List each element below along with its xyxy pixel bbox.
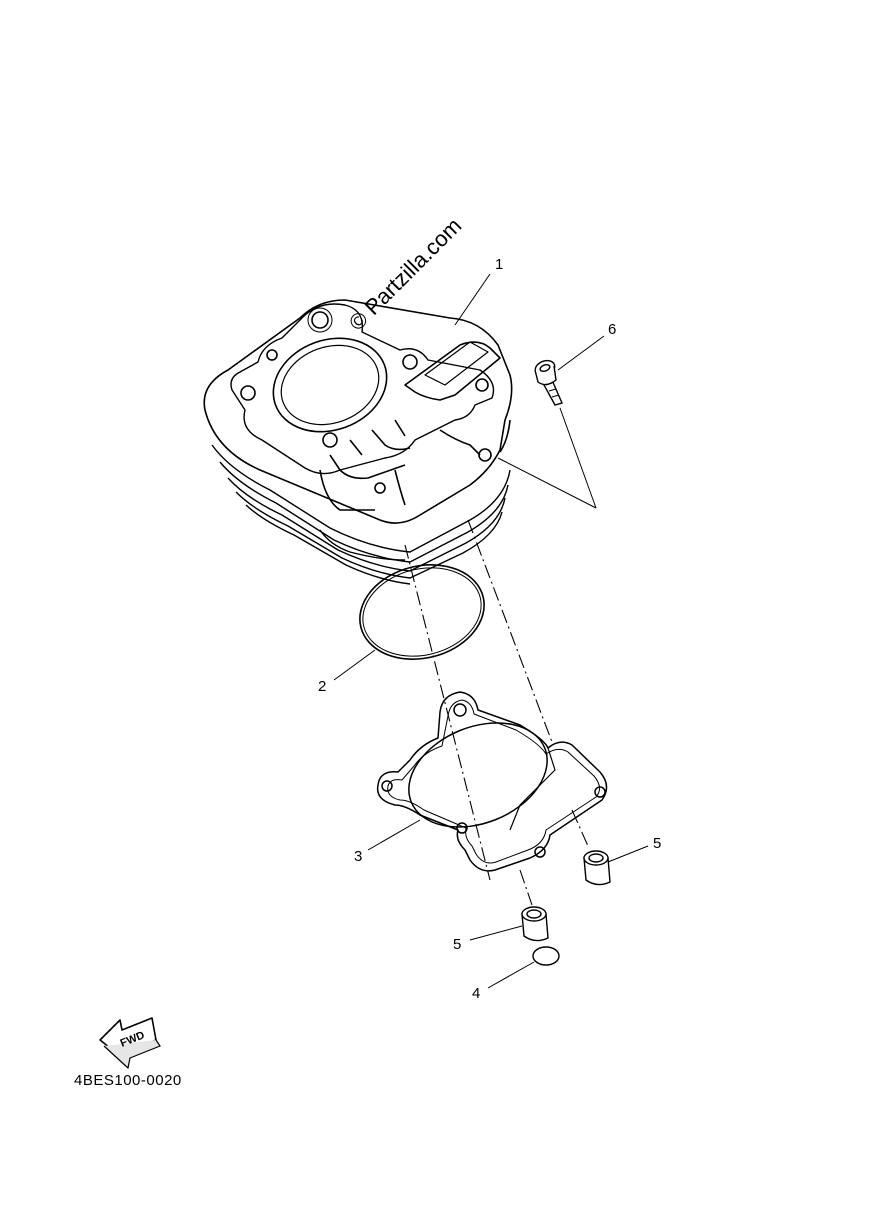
fwd-arrow-icon: FWD: [99, 1017, 161, 1070]
bolt-part[interactable]: [533, 358, 563, 406]
callout-2[interactable]: 2: [318, 678, 326, 695]
diagram-code: 4BES100-0020: [74, 1072, 182, 1089]
callout-3[interactable]: 3: [354, 848, 362, 865]
bolt-reference-lines: [497, 407, 597, 509]
assembly-lines: [404, 519, 589, 906]
dowel-pin-left-part[interactable]: [521, 906, 549, 942]
cylinder-part[interactable]: [203, 299, 513, 585]
callout-6[interactable]: 6: [608, 321, 616, 338]
base-gasket-part[interactable]: [376, 691, 608, 872]
callout-5-right[interactable]: 5: [653, 835, 661, 852]
o-ring-part[interactable]: [532, 946, 560, 966]
callout-1[interactable]: 1: [495, 256, 503, 273]
dowel-pin-right-part[interactable]: [583, 850, 611, 886]
leader-lines: [333, 273, 649, 989]
callout-4[interactable]: 4: [472, 985, 480, 1002]
callout-5-left[interactable]: 5: [453, 936, 461, 953]
